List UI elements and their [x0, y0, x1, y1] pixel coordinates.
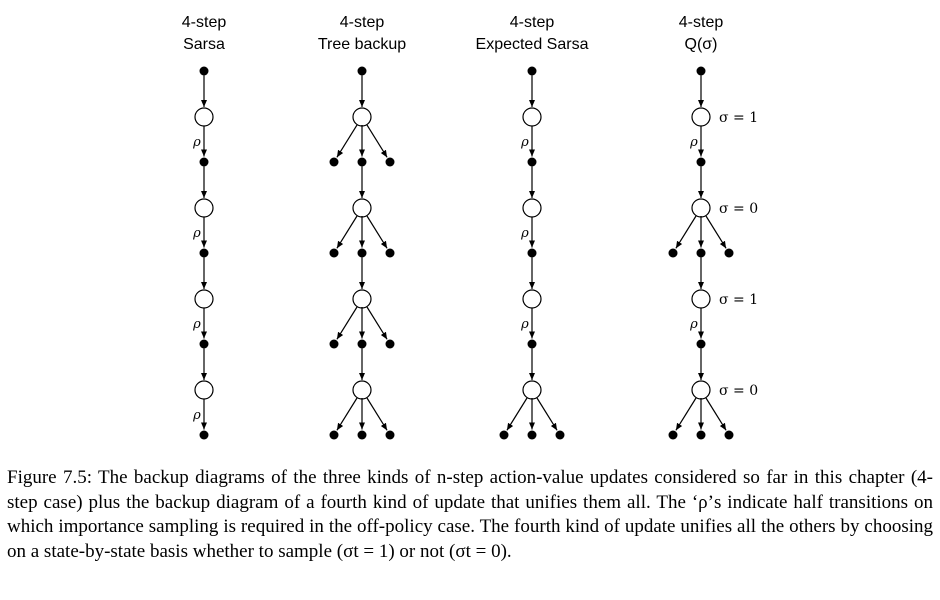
- rho-label: ρ: [192, 135, 201, 150]
- rho-label: ρ: [689, 317, 698, 332]
- rho-label: ρ: [192, 226, 201, 241]
- state-node: [352, 380, 372, 400]
- state-node: [522, 289, 542, 309]
- action-dot: [527, 157, 537, 167]
- action-dot: [499, 430, 509, 440]
- transition-arrow: [366, 306, 388, 340]
- rho-label: ρ: [192, 408, 201, 423]
- transition-arrow: [336, 306, 358, 340]
- action-dot: [385, 248, 395, 258]
- action-dot: [329, 339, 339, 349]
- action-dot: [696, 157, 706, 167]
- transition-arrow: [336, 215, 358, 249]
- transition-arrow: [336, 124, 358, 158]
- action-dot: [527, 339, 537, 349]
- sigma-label: σ = 1: [719, 110, 758, 126]
- transition-arrow: [675, 215, 697, 249]
- state-node: [194, 107, 214, 127]
- action-dot: [555, 430, 565, 440]
- rho-label: ρ: [520, 135, 529, 150]
- diagram-title-line: 4-step: [510, 14, 555, 31]
- action-dot: [696, 430, 706, 440]
- transition-arrow: [675, 397, 697, 431]
- action-dot: [724, 248, 734, 258]
- action-dot: [329, 430, 339, 440]
- state-node: [691, 198, 711, 218]
- figure-caption: Figure 7.5: The backup diagrams of the t…: [7, 466, 933, 564]
- action-dot: [329, 157, 339, 167]
- state-node: [522, 107, 542, 127]
- state-node: [194, 289, 214, 309]
- sigma-label: σ = 0: [719, 383, 758, 399]
- action-dot: [385, 157, 395, 167]
- action-dot: [199, 157, 209, 167]
- action-dot: [357, 430, 367, 440]
- rho-label: ρ: [689, 135, 698, 150]
- state-node: [691, 289, 711, 309]
- state-node: [194, 380, 214, 400]
- state-node: [352, 289, 372, 309]
- state-node: [352, 198, 372, 218]
- action-dot: [329, 248, 339, 258]
- diagram-title-line: Q(σ): [685, 36, 718, 53]
- state-node: [522, 198, 542, 218]
- diagram-title-line: Tree backup: [318, 36, 406, 53]
- action-dot: [527, 430, 537, 440]
- transition-arrow: [705, 215, 727, 249]
- action-dot: [527, 66, 537, 76]
- action-dot: [385, 430, 395, 440]
- transition-arrow: [366, 215, 388, 249]
- sigma-label: σ = 0: [719, 201, 758, 217]
- action-dot: [696, 248, 706, 258]
- action-dot: [357, 66, 367, 76]
- action-dot: [527, 248, 537, 258]
- rho-label: ρ: [192, 317, 201, 332]
- state-node: [691, 380, 711, 400]
- caption-text: The backup diagrams of the three kinds o…: [7, 467, 933, 562]
- action-dot: [357, 248, 367, 258]
- action-dot: [199, 430, 209, 440]
- transition-arrow: [366, 124, 388, 158]
- rho-label: ρ: [520, 317, 529, 332]
- rho-label: ρ: [520, 226, 529, 241]
- state-node: [522, 380, 542, 400]
- action-dot: [199, 66, 209, 76]
- transition-arrow: [506, 397, 528, 431]
- transition-arrow: [536, 397, 558, 431]
- transition-arrow: [366, 397, 388, 431]
- diagram-title-line: 4-step: [182, 14, 227, 31]
- diagram-title-line: Expected Sarsa: [476, 36, 589, 53]
- action-dot: [357, 339, 367, 349]
- transition-arrow: [336, 397, 358, 431]
- state-node: [352, 107, 372, 127]
- action-dot: [668, 430, 678, 440]
- figure-label: Figure 7.5:: [7, 467, 92, 488]
- action-dot: [668, 248, 678, 258]
- action-dot: [724, 430, 734, 440]
- action-dot: [696, 339, 706, 349]
- diagram-title-line: 4-step: [340, 14, 385, 31]
- diagram-title-line: Sarsa: [183, 36, 225, 53]
- state-node: [194, 198, 214, 218]
- diagram-title-line: 4-step: [679, 14, 724, 31]
- action-dot: [199, 248, 209, 258]
- sigma-label: σ = 1: [719, 292, 758, 308]
- state-node: [691, 107, 711, 127]
- transition-arrow: [705, 397, 727, 431]
- action-dot: [357, 157, 367, 167]
- action-dot: [385, 339, 395, 349]
- action-dot: [696, 66, 706, 76]
- action-dot: [199, 339, 209, 349]
